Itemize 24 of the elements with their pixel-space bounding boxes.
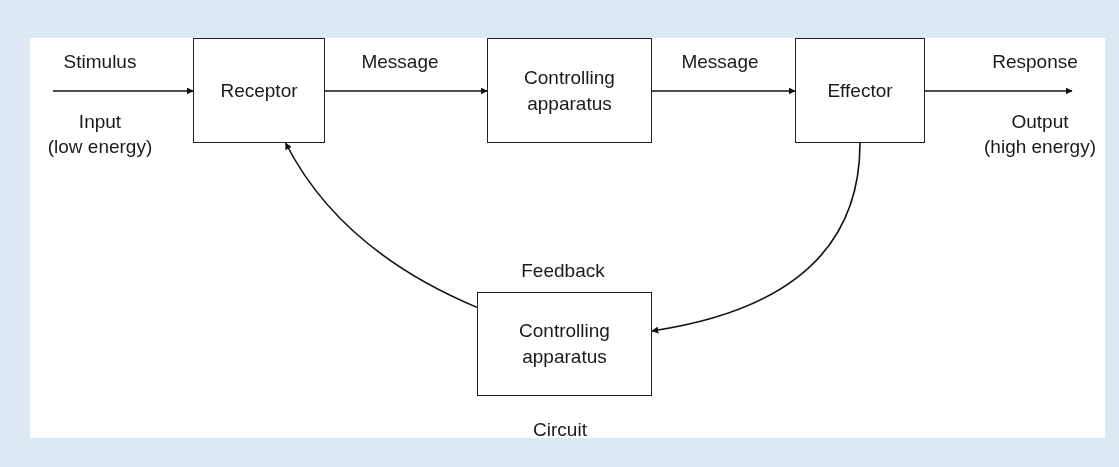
signal-label: (low energy) (46, 135, 154, 159)
arrow (284, 142, 478, 309)
arrow (924, 87, 1073, 95)
box-label: Controlling apparatus (518, 319, 611, 369)
edge-label: Stimulus (62, 50, 138, 74)
process-box (477, 292, 652, 396)
signal-label: Output (1010, 110, 1070, 134)
box-label: Controlling apparatus (523, 65, 616, 116)
box-label: Effector (827, 78, 893, 103)
arrow (52, 87, 194, 95)
edge-label: Message (360, 50, 440, 74)
edge-label: Response (991, 50, 1079, 74)
signal-label: (high energy) (983, 135, 1097, 159)
box-caption: Circuit (532, 418, 588, 442)
process-box (487, 38, 652, 143)
arrow (651, 87, 796, 95)
box-label: Receptor (220, 78, 298, 103)
arrow (651, 142, 861, 334)
signal-label: Input (77, 110, 123, 134)
process-box (795, 38, 925, 143)
box-caption: Feedback (520, 259, 606, 283)
edge-label: Message (680, 50, 760, 74)
arrow (324, 87, 488, 95)
process-box (193, 38, 325, 143)
